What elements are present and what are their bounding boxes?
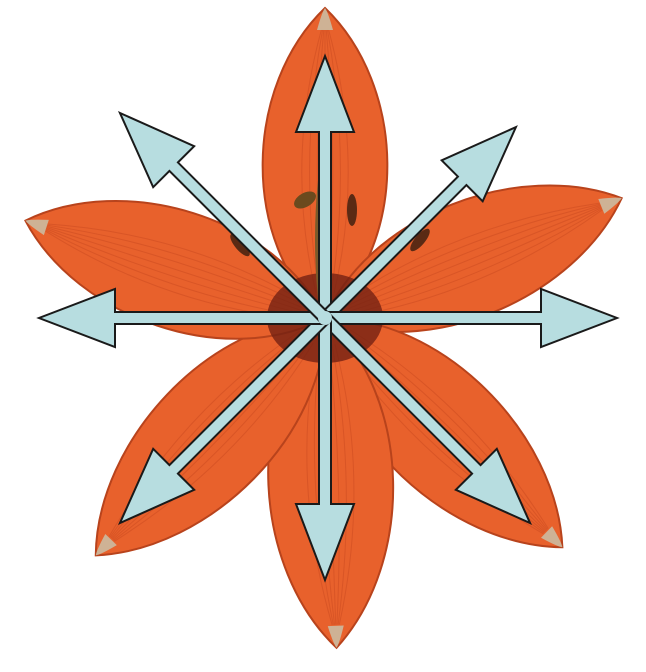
arrow-hub [318,311,332,325]
anther-1 [347,194,357,226]
